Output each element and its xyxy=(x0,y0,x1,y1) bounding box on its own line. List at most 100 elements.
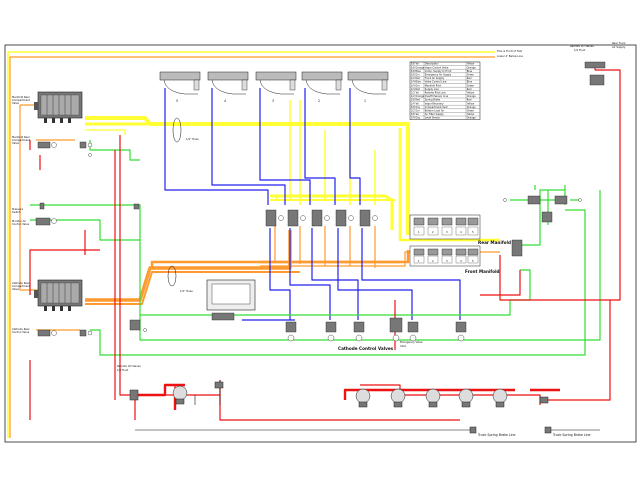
legend-cell: 3/8 Red xyxy=(411,99,421,102)
rear-manifold-number: 5 xyxy=(472,230,474,234)
legend-cell: Green xyxy=(467,74,475,77)
rear-manifold-number: 4 xyxy=(460,230,462,234)
legend-cell: 1/4 Org xyxy=(411,117,420,120)
legend-cell: Yellow xyxy=(467,63,474,66)
label-front-manifold: Front Manifold xyxy=(465,269,500,274)
legend-cell: Comp. Supply to Front xyxy=(425,70,452,73)
legend-cell: Orange xyxy=(467,117,476,120)
compartment-number: 3 xyxy=(272,99,274,103)
brake-chamber xyxy=(425,388,441,408)
legend-cell: Yellow xyxy=(467,92,474,95)
legend-cell: Description xyxy=(425,63,439,66)
compartment-5 xyxy=(159,71,201,95)
brake-line-red xyxy=(130,383,560,410)
svg-text:Control Valve: Control Valve xyxy=(12,222,30,226)
legend-cell: Red xyxy=(467,99,472,102)
label-rear-manifold: Rear Manifold xyxy=(478,240,511,245)
legend-cell: Vapor Control Valve xyxy=(425,66,449,69)
brake-chamber xyxy=(492,388,508,408)
label-cathode-control: Cathode Rear xyxy=(12,327,31,331)
legend-cell: 1/2 Red xyxy=(411,77,421,80)
right-valves xyxy=(511,61,606,257)
label-truck-spring-brake-2: Truck Spring Brake Line xyxy=(552,433,591,437)
legend-cell: 1/4 Yel xyxy=(411,102,419,105)
compartment-number: 5 xyxy=(176,99,178,103)
compartment-4 xyxy=(207,71,249,95)
cathode-valve-bank xyxy=(34,279,83,311)
label-monitor-control: Monitor Air xyxy=(12,219,27,223)
controller-box xyxy=(206,279,256,321)
legend-cell: 3/8 Blue xyxy=(411,70,421,73)
label-manifold-rear-compartment: Manifold Rear xyxy=(12,95,31,99)
svg-text:Compartment: Compartment xyxy=(12,138,30,142)
legend-cell: Remote Pilot Line xyxy=(425,92,446,95)
legend-cell: Compartment Vent xyxy=(425,106,448,109)
legend-cell: 1/4 Red xyxy=(411,88,421,91)
legend-cell: Red xyxy=(467,77,472,80)
left-labels: Manifold Rear Compartment Valve Manifold… xyxy=(12,95,31,334)
rear-manifold-number: 2 xyxy=(432,230,434,234)
center-valves xyxy=(265,209,378,227)
svg-text:Valve: Valve xyxy=(12,287,19,291)
compartment-3 xyxy=(255,71,297,95)
legend-cell: Orange xyxy=(467,106,476,109)
label-manifold-rear-control: Manifold Rear xyxy=(12,135,31,139)
rear-valve-bank xyxy=(34,91,83,123)
label-emergency-valve-1: Emergency Valve xyxy=(400,340,423,344)
svg-text:Valve: Valve xyxy=(12,141,19,145)
legend-cell: Orange xyxy=(467,95,476,98)
label-top-note-1: This is Front of Trail xyxy=(497,49,522,53)
cathode-control-valves xyxy=(285,317,467,342)
legend-cell: Blue xyxy=(467,81,473,84)
legend-cell: Air Filter Supply xyxy=(425,113,444,116)
compartment-number: 2 xyxy=(318,99,320,103)
label-top-right-right-2: Air Supply xyxy=(612,45,626,49)
label-air-hose: 1/2" Hose xyxy=(186,137,199,141)
label-top-right-left-2: 1/2 Fluid xyxy=(574,48,586,52)
label-emergency-valve-2: Inlet xyxy=(400,344,406,348)
orange-lines xyxy=(9,56,500,438)
drawing-border xyxy=(4,44,637,443)
label-top-note-2: Lower 4' Below Line xyxy=(497,54,523,58)
svg-text:Switch: Switch xyxy=(12,210,21,214)
legend-cell: Red xyxy=(467,88,472,91)
legend-cell: Truck Air Supply xyxy=(425,77,445,80)
legend-cell: Vapor Recovery xyxy=(425,102,444,105)
svg-text:Valve: Valve xyxy=(12,101,19,105)
label-remote-io-bottom-2: 1/2 Fluid xyxy=(117,368,129,372)
rear-manifold-number: 1 xyxy=(418,230,420,234)
rear-manifold xyxy=(409,214,481,240)
label-cathode-control-valves: Cathode Control Valves xyxy=(338,346,394,351)
svg-text:Control Valve: Control Valve xyxy=(12,330,30,334)
legend-cell: Supply Line xyxy=(425,88,439,91)
legend-cell: 1/4 Grn xyxy=(411,84,420,87)
compartment-number: 1 xyxy=(364,99,366,103)
legend-cell: Level Sensor xyxy=(425,117,440,120)
front-manifold-number: 2 xyxy=(432,259,434,263)
label-pressure-switch: Pressure xyxy=(12,207,23,211)
compartment-number: 4 xyxy=(224,99,226,103)
fitting-dots xyxy=(87,142,582,336)
legend-cell: Spring Brake xyxy=(425,99,441,102)
front-manifold-number: 5 xyxy=(472,259,474,263)
brake-chamber xyxy=(390,388,406,408)
hose-loops: 1/2" Hose 1/2" Hose xyxy=(167,117,199,293)
legend-cell: Yellow xyxy=(467,113,474,116)
label-top-right-left-1: Remote I/O Valves xyxy=(570,44,594,48)
brake-chamber xyxy=(458,388,474,408)
front-manifold-number: 4 xyxy=(460,259,462,263)
compartment-1 xyxy=(347,71,389,95)
rear-manifold-number: 3 xyxy=(446,230,448,234)
compartment-2 xyxy=(301,71,343,95)
legend-cell: 3/8 Orange xyxy=(411,66,425,69)
front-manifold-number: 1 xyxy=(418,259,420,263)
legend-cell: Blue xyxy=(467,70,473,73)
legend-cell: Valve Control Line xyxy=(425,81,447,84)
legend-cell: 3/8 Grn xyxy=(411,74,420,77)
yellow-lines xyxy=(7,51,500,438)
legend-cell: 1/4 Blue xyxy=(411,81,421,84)
label-remote-io-bottom-1: Remote I/O Valves xyxy=(117,364,141,368)
compartment-row xyxy=(159,71,389,95)
